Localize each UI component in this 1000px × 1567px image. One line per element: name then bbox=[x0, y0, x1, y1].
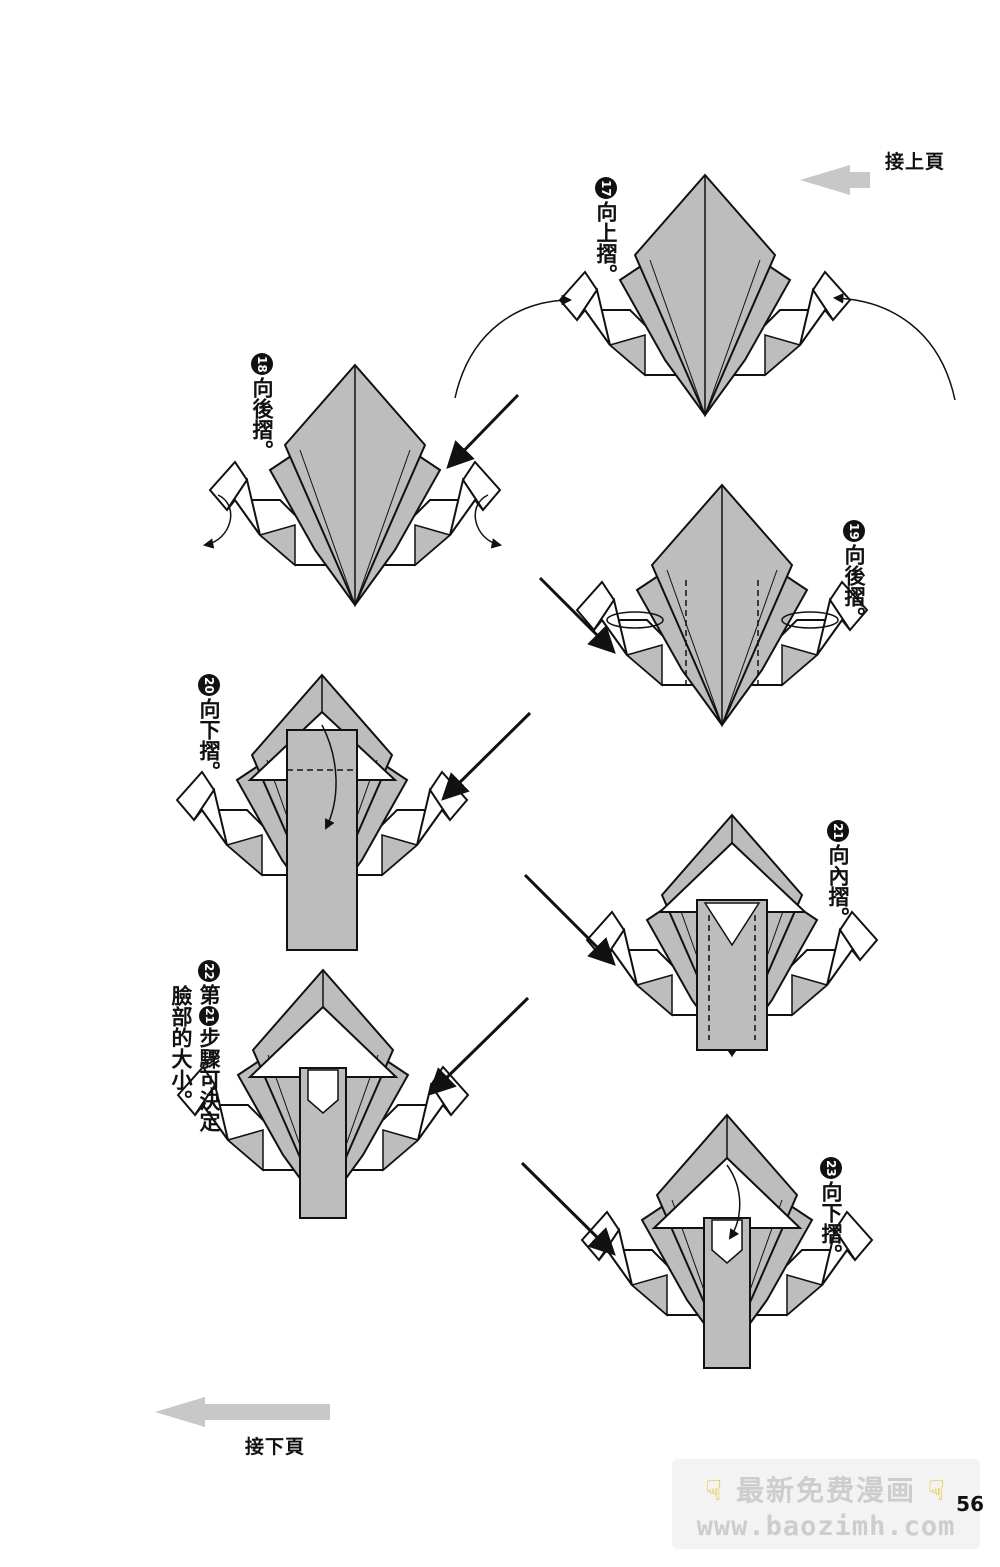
step-21-number: 21 bbox=[827, 820, 849, 842]
watermark-line2: www.baozimh.com bbox=[696, 1511, 956, 1542]
sequence-arrow-21-22 bbox=[428, 996, 530, 1096]
next-page-label: 接下頁 bbox=[245, 1436, 306, 1458]
step-20-label: 20向下摺。 bbox=[197, 674, 221, 782]
sequence-arrow-17-18 bbox=[446, 393, 520, 469]
watermark-title: ☟ 最新免费漫画 ☟ bbox=[672, 1469, 980, 1509]
step-22-pre: 第 bbox=[197, 984, 221, 1005]
fold-arrow-18-right bbox=[474, 494, 503, 549]
sequence-arrow-18-19 bbox=[538, 576, 616, 654]
fold-arrow-17-left bbox=[454, 294, 573, 399]
step-19-text: 向後摺。 bbox=[842, 544, 866, 628]
pointing-hand-icon: ☟ bbox=[927, 1474, 947, 1507]
step-17-label: 17向上摺。 bbox=[594, 177, 618, 285]
step-22-label-col2: 臉部的大小。 bbox=[169, 985, 193, 1111]
step-22-text: 步驟可決定 bbox=[197, 1027, 221, 1132]
page-number: 56 bbox=[956, 1492, 984, 1516]
pointing-hand-icon: ☟ bbox=[705, 1474, 725, 1507]
step-22-label-col1: 22第21步驟可決定 bbox=[197, 960, 221, 1132]
watermark-line1: 最新免费漫画 bbox=[735, 1474, 916, 1507]
step-21-text: 向內摺。 bbox=[826, 844, 850, 928]
sequence-arrow-20-21 bbox=[523, 873, 616, 966]
step-17-number: 17 bbox=[595, 177, 617, 199]
step-23-text: 向下摺。 bbox=[819, 1181, 843, 1265]
fold-arrow-20 bbox=[321, 724, 337, 830]
fold-arrow-17-right bbox=[832, 293, 956, 401]
sequence-arrow-19-20 bbox=[441, 711, 532, 801]
step-19-number: 19 bbox=[843, 520, 865, 542]
step-19-figure bbox=[576, 484, 868, 726]
step-19-label: 19向後摺。 bbox=[842, 520, 866, 628]
step-18-number: 18 bbox=[251, 353, 273, 375]
step-23-label: 23向下摺。 bbox=[819, 1157, 843, 1265]
step-20-text: 向下摺。 bbox=[197, 698, 221, 782]
fold-arrow-18-left bbox=[202, 494, 232, 549]
rotate-arrow-19-right bbox=[781, 611, 839, 629]
prev-page-label: 接上頁 bbox=[885, 151, 946, 173]
sequence-arrow-22-23 bbox=[520, 1161, 616, 1256]
step-21-label: 21向內摺。 bbox=[826, 820, 850, 928]
next-page-arrow bbox=[155, 1397, 330, 1427]
rotate-arrow-19-left bbox=[606, 611, 664, 629]
step-17-text: 向上摺。 bbox=[594, 201, 618, 285]
fold-arrow-23 bbox=[726, 1164, 741, 1240]
step-23-number: 23 bbox=[820, 1157, 842, 1179]
step-22-text2: 臉部的大小。 bbox=[169, 985, 193, 1111]
step-18-label: 18向後摺。 bbox=[250, 353, 274, 461]
watermark: ☟ 最新免费漫画 ☟ www.baozimh.com bbox=[672, 1459, 980, 1549]
step-22-number: 22 bbox=[198, 960, 220, 982]
step-18-text: 向後摺。 bbox=[250, 377, 274, 461]
prev-page-arrow bbox=[800, 165, 870, 195]
step-22-ref-number: 21 bbox=[199, 1006, 219, 1026]
step-20-number: 20 bbox=[198, 674, 220, 696]
